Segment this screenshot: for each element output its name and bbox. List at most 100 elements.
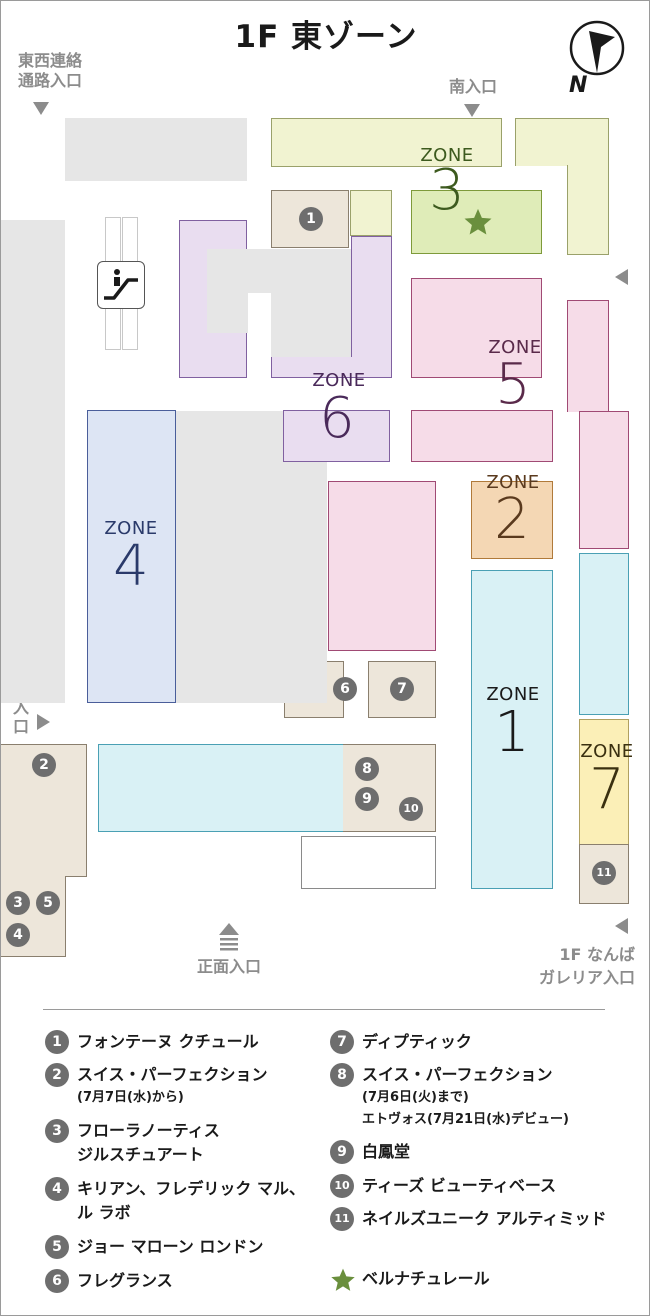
arrow-left-icon: [615, 269, 628, 285]
zone-7-area: [579, 719, 629, 845]
zone-5-area: [328, 481, 436, 651]
map-marker-4[interactable]: 4: [6, 923, 30, 947]
zone-7-label: ZONE: [580, 741, 634, 762]
compass-icon: [567, 19, 627, 99]
zone-6-area: [283, 410, 390, 462]
legend-name: ネイルズユニーク アルティミッド: [362, 1209, 607, 1228]
legend-name: スイス・パーフェクション: [362, 1065, 553, 1084]
legend-name: ベルナチュレール: [362, 1269, 490, 1288]
zone-3-area: [567, 165, 609, 255]
legend-sub: エトヴォス(7月21日(水)デビュー): [362, 1112, 569, 1127]
compass-north-label: N: [569, 73, 588, 98]
zone-2-number: 2: [494, 487, 530, 552]
map-marker-9[interactable]: 9: [355, 787, 379, 811]
arrow-right-icon: [37, 714, 50, 730]
zone-5-label: ZONE: [488, 337, 542, 358]
gate-east-west-corridor[interactable]: 東西連絡 通路入口: [17, 51, 82, 90]
map-marker-11[interactable]: 11: [592, 861, 616, 885]
legend-marker: 9: [330, 1140, 354, 1164]
legend-item-1: 1 フォンテーヌ クチュール: [45, 1030, 259, 1054]
floor-title: 1F 東ゾーン: [234, 19, 418, 55]
legend-name-line2: ル ラボ: [77, 1203, 131, 1222]
legend-marker: 7: [330, 1030, 354, 1054]
zone-4-label: ZONE: [104, 518, 158, 539]
legend-item-star: ベルナチュレール: [330, 1267, 490, 1291]
map-marker-1[interactable]: 1: [299, 207, 323, 231]
gate-main[interactable]: 正面入口: [196, 957, 261, 976]
zone-3-number: 3: [429, 158, 465, 223]
legend-name-line2: ジルスチュアート: [77, 1145, 204, 1164]
zone-6-number: 6: [319, 386, 355, 451]
legend-name: キリアン、フレデリック マル、: [77, 1179, 305, 1198]
legend-item-2: 2 スイス・パーフェクション (7月7日(水)から): [45, 1063, 268, 1109]
legend-marker: 1: [45, 1030, 69, 1054]
escalator-icon: [97, 261, 145, 309]
zone-4-area: [87, 410, 176, 703]
legend-name: ティーズ ビューティベース: [362, 1176, 557, 1195]
legend-item-5: 5 ジョー マローン ロンドン: [45, 1235, 263, 1259]
zone-3-label: ZONE: [420, 145, 474, 166]
zone-3-area: [515, 118, 609, 166]
legend-divider: [43, 1009, 605, 1010]
legend-item-4: 4 キリアン、フレデリック マル、 ル ラボ: [45, 1177, 305, 1225]
legend-item-8: 8 スイス・パーフェクション (7月6日(火)まで) エトヴォス(7月21日(水…: [330, 1063, 569, 1131]
map-marker-8[interactable]: 8: [355, 757, 379, 781]
legend-sub: (7月6日(火)まで): [362, 1090, 469, 1105]
white-block: [301, 836, 436, 889]
zone-6-label: ZONE: [312, 370, 366, 391]
structure-block: [1, 220, 65, 703]
map-marker-3[interactable]: 3: [6, 891, 30, 915]
map-marker-10[interactable]: 10: [399, 797, 423, 821]
gate-south[interactable]: 南入口: [448, 77, 497, 96]
legend-item-10: 10 ティーズ ビューティベース: [330, 1174, 556, 1198]
map-marker-6[interactable]: 6: [333, 677, 357, 701]
zone-3-area: [350, 190, 392, 236]
legend-marker: 11: [330, 1207, 354, 1231]
gate-namba-galleria[interactable]: 1F なんば ガレリア入口: [538, 945, 635, 987]
structure-block: [65, 118, 247, 181]
structure-gap: [247, 293, 271, 357]
star-icon: [463, 207, 493, 237]
shop-west-wing-joint: [2, 874, 65, 878]
arrow-down-icon: [464, 104, 480, 117]
legend-name: 白鳳堂: [362, 1142, 411, 1161]
zone-2-area: [471, 481, 553, 559]
map-marker-7[interactable]: 7: [390, 677, 414, 701]
arrow-down-icon: [33, 102, 49, 115]
zone-3-area: [271, 118, 502, 167]
legend-name: フレグランス: [77, 1271, 173, 1290]
legend-name: ジョー マローン ロンドン: [77, 1237, 264, 1256]
shop-counter-8-9-10[interactable]: [343, 744, 436, 832]
zone-5-number: 5: [495, 352, 531, 417]
zone-5-area: [411, 278, 542, 378]
legend-marker: 8: [330, 1063, 354, 1087]
zone-5-area: [411, 410, 553, 462]
zone-5-area: [567, 300, 609, 412]
legend-marker: 10: [330, 1174, 354, 1198]
zone-1-area: [471, 570, 553, 889]
legend-name: ディプティック: [362, 1032, 472, 1051]
arrow-left-icon: [615, 918, 628, 934]
legend-marker: 4: [45, 1177, 69, 1201]
legend-marker: 2: [45, 1063, 69, 1087]
map-marker-2[interactable]: 2: [32, 753, 56, 777]
legend-item-11: 11 ネイルズユニーク アルティミッド: [330, 1207, 606, 1231]
zone-6-area-inner: [207, 249, 248, 333]
legend-item-3: 3 フローラノーティス ジルスチュアート: [45, 1119, 220, 1167]
legend-name: スイス・パーフェクション: [77, 1065, 268, 1084]
zone-1-number: 1: [494, 700, 530, 765]
legend-marker: 3: [45, 1119, 69, 1143]
entrance-stairs-icon: [217, 921, 241, 951]
legend-item-9: 9 白鳳堂: [330, 1140, 410, 1164]
legend-sub: (7月7日(水)から): [77, 1090, 184, 1105]
zone-1-label: ZONE: [486, 684, 540, 705]
zone-6-area: [271, 357, 392, 378]
star-icon: [330, 1267, 355, 1291]
legend-marker: 6: [45, 1269, 69, 1293]
zone-7-number: 7: [589, 757, 625, 822]
legend-item-6: 6 フレグランス: [45, 1269, 173, 1293]
map-marker-5[interactable]: 5: [36, 891, 60, 915]
legend-marker: 5: [45, 1235, 69, 1259]
zone-2-label: ZONE: [486, 472, 540, 493]
